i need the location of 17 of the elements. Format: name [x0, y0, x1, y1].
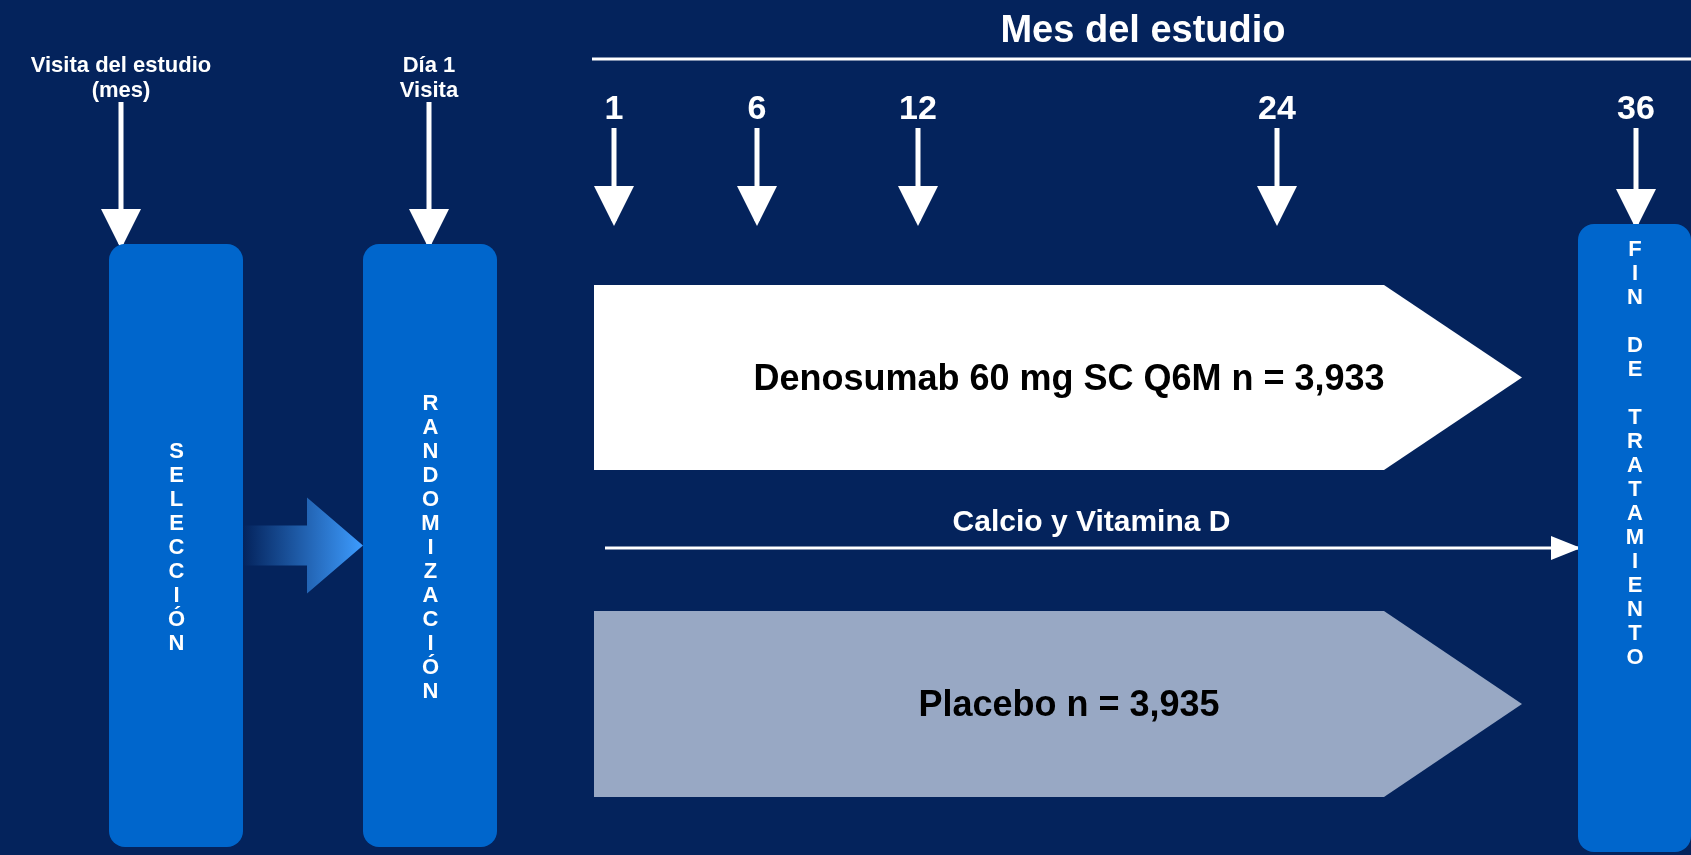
vertical-label: FIN DE TRATAMIENTO	[1623, 236, 1646, 668]
month-number: 24	[1242, 88, 1312, 128]
timeline-heading: Mes del estudio	[999, 8, 1287, 51]
month-number: 12	[883, 88, 953, 128]
phase-box	[1578, 224, 1691, 852]
vertical-label: RANDOMIZACIÓN	[419, 389, 441, 702]
phase-box	[363, 244, 497, 847]
column-heading: Visita del estudio (mes)	[8, 52, 234, 102]
phase-box	[109, 244, 243, 847]
month-number: 1	[589, 88, 639, 128]
month-number: 36	[1601, 88, 1671, 128]
arm-label: Denosumab 60 mg SC Q6M n = 3,933	[752, 355, 1386, 400]
arm-label: Placebo n = 3,935	[917, 681, 1221, 726]
column-heading: Día 1 Visita	[384, 52, 474, 102]
month-number: 6	[732, 88, 782, 128]
vertical-label: SELECCIÓN	[165, 437, 187, 654]
edge-label: Calcio y Vitamina D	[951, 504, 1232, 538]
